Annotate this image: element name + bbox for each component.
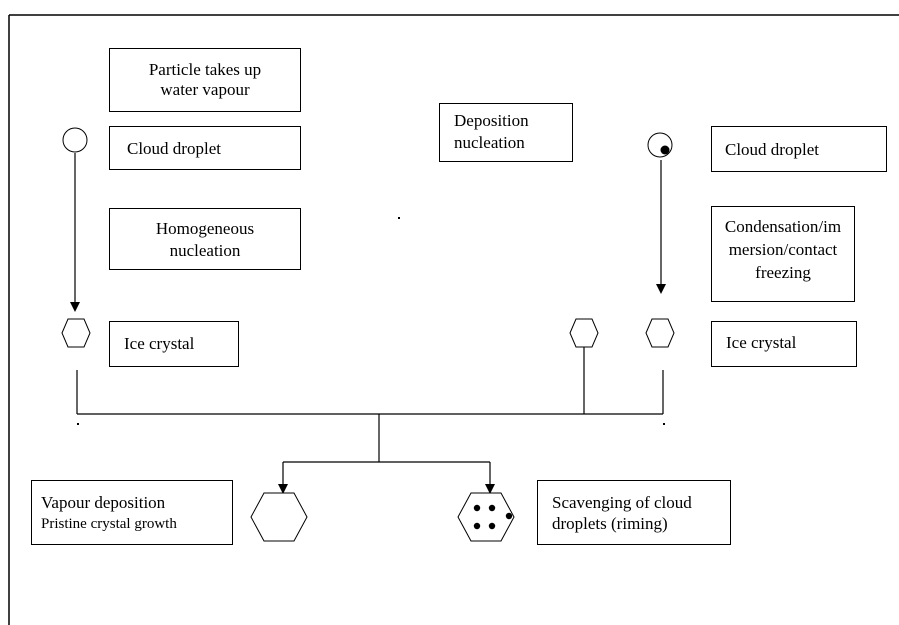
stray-dot [398,217,400,219]
ice-crystal-left-icon [61,318,91,348]
stray-dot [663,423,665,425]
cloud-droplet-left-box: Cloud droplet [109,126,301,170]
vapour-deposition-line-1: Vapour deposition [41,493,166,512]
riming-line-2: droplets (riming) [552,514,668,533]
arrowhead-right-icon [656,284,666,294]
immersion-freezing-box: Condensation/im mersion/contact freezing [711,206,855,302]
homogeneous-nucleation-box: Homogeneous nucleation [109,208,301,270]
arrowhead-branch-right-icon [485,484,495,494]
homogeneous-nucleation-line-2: nucleation [169,241,241,260]
droplet-nucleus-dot-icon [660,145,670,155]
arrowhead-branch-left-icon [278,484,288,494]
pristine-crystal-icon [250,492,308,542]
deposition-nucleation-box: Deposition nucleation [439,103,573,162]
ice-crystal-deposition-icon [569,318,599,348]
vapour-deposition-line-2: Pristine crystal growth [41,516,177,532]
immersion-freezing-line-3: freezing [755,263,811,282]
cloud-droplet-right-box: Cloud droplet [711,126,887,172]
arrowhead-left-icon [70,302,80,312]
deposition-nucleation-line-2: nucleation [454,133,525,152]
rime-droplet-icon [473,522,481,530]
deposition-nucleation-line-1: Deposition [454,111,529,130]
rimed-crystal-icon [457,492,515,542]
particle-uptake-line-2: water vapour [160,80,250,99]
rime-droplet-icon [488,522,496,530]
riming-box: Scavenging of cloud droplets (riming) [537,480,731,545]
particle-uptake-box: Particle takes up water vapour [109,48,301,112]
vapour-deposition-box: Vapour deposition Pristine crystal growt… [31,480,233,545]
stray-dot [77,423,79,425]
ice-crystal-right-box: Ice crystal [711,321,857,367]
homogeneous-nucleation-line-1: Homogeneous [155,219,255,238]
cloud-droplet-left-icon [62,127,88,153]
rime-droplet-icon [488,504,496,512]
ice-crystal-left-label: Ice crystal [124,334,195,353]
cloud-droplet-right-icon [647,132,673,158]
particle-uptake-line-1: Particle takes up [148,60,262,79]
immersion-freezing-line-1: Condensation/im [724,217,842,236]
ice-crystal-right-icon [645,318,675,348]
ice-crystal-right-label: Ice crystal [726,333,797,352]
rime-droplet-icon [505,512,513,520]
rime-droplet-icon [473,504,481,512]
riming-line-1: Scavenging of cloud [552,493,692,512]
cloud-droplet-right-label: Cloud droplet [725,140,819,159]
ice-crystal-left-box: Ice crystal [109,321,239,367]
immersion-freezing-line-2: mersion/contact [728,240,838,259]
cloud-droplet-left-label: Cloud droplet [127,139,221,158]
